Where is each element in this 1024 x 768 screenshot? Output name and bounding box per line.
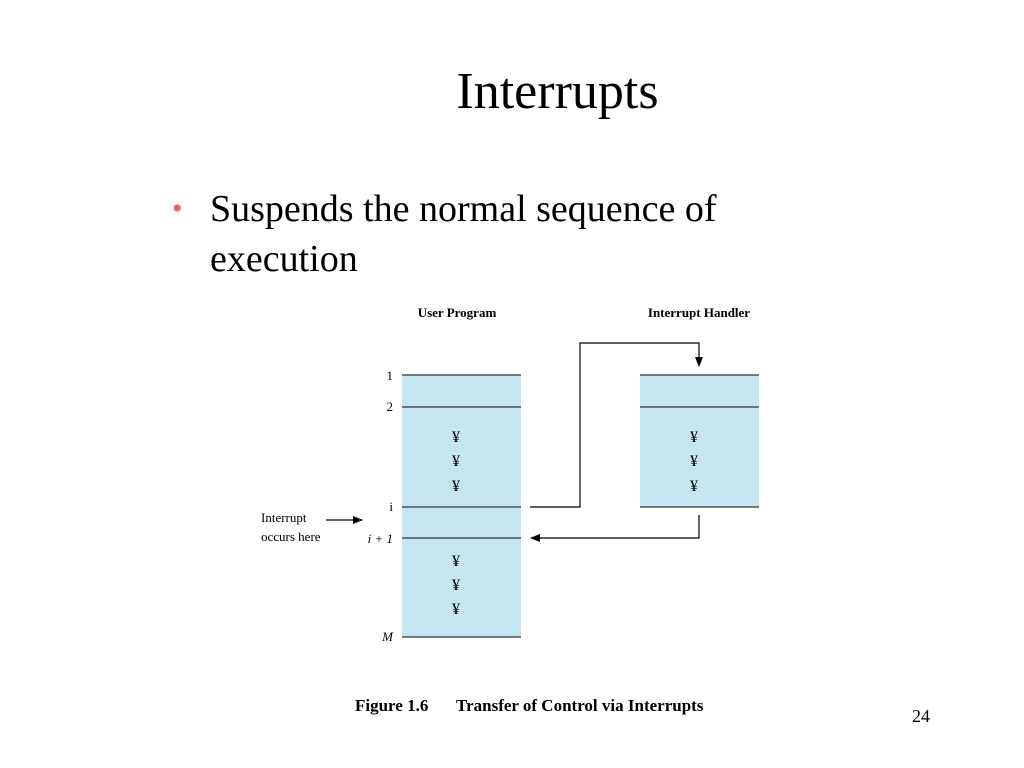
bullet-text: Suspends the normal sequence of executio… — [210, 188, 717, 280]
line-label-m: M — [381, 629, 394, 644]
ellipsis-glyph: ¥ — [690, 478, 698, 495]
ellipsis-glyph: ¥ — [452, 429, 460, 446]
interrupt-note-line1: Interrupt — [261, 510, 307, 525]
slide-title: Interrupts — [456, 63, 659, 120]
interrupt-handler-block — [640, 375, 759, 507]
transfer-to-handler-arrow — [530, 342, 703, 508]
ellipsis-glyph: ¥ — [690, 429, 698, 446]
line-label-1: 1 — [387, 368, 394, 383]
figure-caption-text: Transfer of Control via Interrupts — [456, 696, 704, 715]
ellipsis-glyph: ¥ — [452, 478, 460, 495]
ellipsis-glyph: ¥ — [452, 453, 460, 470]
line-label-i: i — [389, 499, 393, 514]
interrupt-handler-label: Interrupt Handler — [648, 305, 750, 320]
ellipsis-glyph: ¥ — [452, 553, 460, 570]
line-label-i-plus-1: i + 1 — [368, 531, 393, 546]
page-number: 24 — [912, 706, 930, 726]
ellipsis-glyph: ¥ — [452, 601, 460, 618]
ellipsis-glyph: ¥ — [452, 577, 460, 594]
interrupt-note-line2: occurs here — [261, 529, 321, 544]
user-program-block — [402, 375, 521, 637]
user-program-label: User Program — [418, 305, 497, 320]
line-label-2: 2 — [387, 399, 394, 414]
bullet-dot-icon: • — [172, 192, 183, 225]
figure-caption-number: Figure 1.6 — [355, 696, 428, 715]
ellipsis-glyph: ¥ — [690, 453, 698, 470]
return-to-program-arrow — [530, 515, 700, 542]
